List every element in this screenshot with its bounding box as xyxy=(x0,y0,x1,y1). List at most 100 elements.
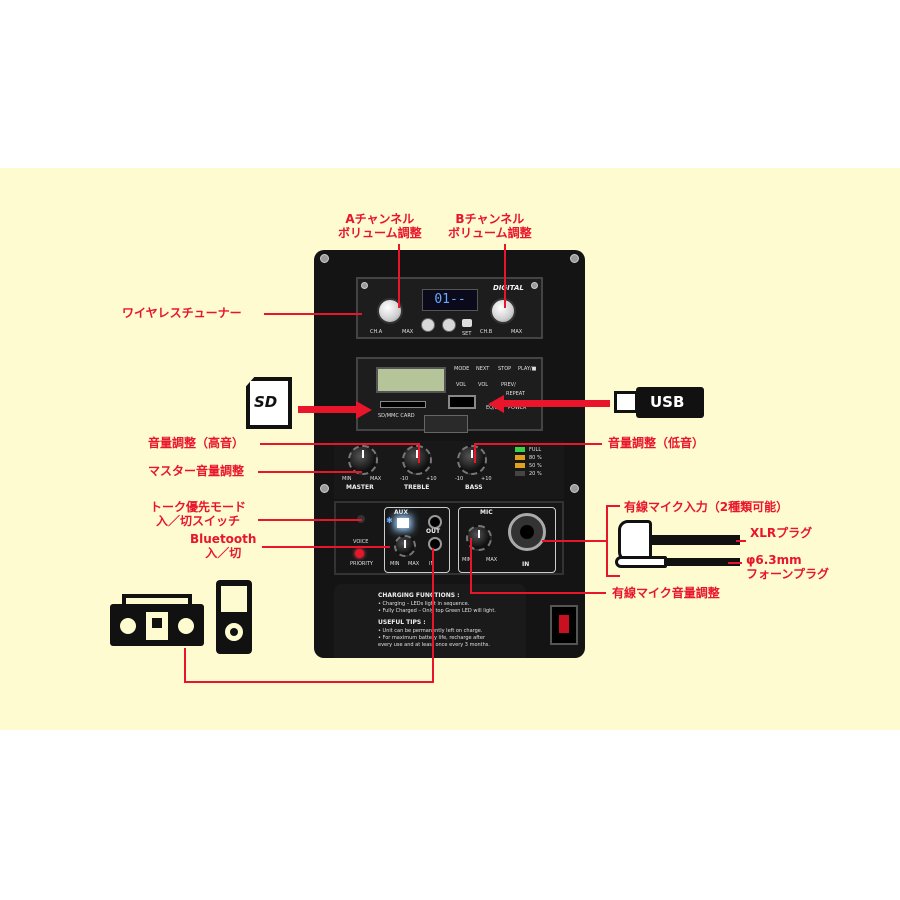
leader-line xyxy=(470,592,606,594)
out-label: OUT xyxy=(426,528,441,535)
speaker-panel: DIGITAL 01-- CH.A MAX CH.B MAX SET MODE … xyxy=(314,250,585,658)
leader-line xyxy=(542,540,608,542)
charging-title: CHARGING FUNCTIONS : xyxy=(378,592,460,599)
leader-line xyxy=(184,681,434,683)
xlr-cable xyxy=(652,535,740,545)
usb-text: USB xyxy=(650,393,685,411)
leader-line xyxy=(258,471,362,473)
mic-in-label: IN xyxy=(522,561,530,568)
ch-b-volume-label: Bチャンネル ボリューム調整 xyxy=(448,212,532,240)
leader-line xyxy=(474,443,602,445)
ch-a-volume-label: Aチャンネル ボリューム調整 xyxy=(338,212,422,240)
master-volume-knob[interactable] xyxy=(348,445,378,475)
bass-min-label: -10 xyxy=(455,476,464,482)
min-label: MIN xyxy=(462,557,472,563)
tuner-button[interactable] xyxy=(442,318,456,332)
led-label-20: 20 % xyxy=(529,471,542,477)
master-volume-label: マスター音量調整 xyxy=(148,464,245,478)
talkover-switch-label: トーク優先モード 入／切スイッチ xyxy=(150,500,247,528)
battery-led-80 xyxy=(515,455,525,460)
leader-line xyxy=(504,244,506,308)
stop-button-label: STOP xyxy=(498,366,512,372)
ch-b-label: CH.B xyxy=(480,329,493,335)
channel-display: 01-- xyxy=(422,289,478,311)
max-label: MAX xyxy=(511,329,523,335)
screw-icon xyxy=(570,484,579,493)
leader-line xyxy=(262,546,390,548)
set-button[interactable] xyxy=(462,319,472,327)
combo-jack-hole xyxy=(520,525,534,539)
brand-label: DIGITAL xyxy=(493,284,524,292)
charging-line: • Fully Charged – Only top Green LED wil… xyxy=(378,608,496,614)
leader-line xyxy=(398,244,400,308)
treble-label: TREBLE xyxy=(404,484,430,491)
bass-max-label: +10 xyxy=(481,476,492,482)
master-label: MASTER xyxy=(346,484,374,491)
tuner-button[interactable] xyxy=(421,318,435,332)
aux-label: AUX xyxy=(394,509,408,516)
max-label: MAX xyxy=(408,561,420,567)
music-player-icon xyxy=(216,580,252,654)
vol-up-label: VOL xyxy=(478,382,489,388)
usb-stick-icon: USB xyxy=(636,387,704,418)
leader-line xyxy=(432,548,434,683)
leader-line xyxy=(606,505,608,577)
boombox-icon xyxy=(110,594,204,646)
battery-led-20 xyxy=(515,471,525,476)
max-label: MAX xyxy=(402,329,414,335)
battery-led-50 xyxy=(515,463,525,468)
power-rocker xyxy=(559,615,569,633)
treble-max-label: +10 xyxy=(426,476,437,482)
leader-line xyxy=(606,575,620,577)
lcd-display xyxy=(376,367,446,393)
treble-knob[interactable] xyxy=(402,445,432,475)
xlr-plug-label: XLRプラグ xyxy=(750,526,813,540)
battery-led-full xyxy=(515,447,525,452)
leader-line xyxy=(260,443,420,445)
bluetooth-switch-label: Bluetooth 入／切 xyxy=(190,532,257,560)
tip-line: • For maximum battery life, recharge aft… xyxy=(378,635,485,641)
input-module: AUX ✱ OUT MIN MAX IN VOICE PRIORITY MIC … xyxy=(334,501,564,575)
leader-line xyxy=(470,538,472,594)
tip-line: every use and at least once every 3 mont… xyxy=(378,642,490,648)
priority-led xyxy=(355,549,364,558)
screw-icon xyxy=(320,254,329,263)
bass-label: BASS xyxy=(465,484,483,491)
power-switch[interactable] xyxy=(550,605,578,645)
min-label: MIN xyxy=(390,561,400,567)
ch-a-label: CH.A xyxy=(370,329,383,335)
leader-line xyxy=(418,443,420,463)
led-label-80: 80 % xyxy=(529,455,542,461)
aux-in-jack[interactable] xyxy=(428,515,442,529)
card-cover xyxy=(424,415,468,433)
priority-label: PRIORITY xyxy=(350,561,373,567)
bluetooth-icon: ✱ xyxy=(386,516,393,525)
sd-slot-label: SD/MMC CARD xyxy=(378,413,415,419)
bass-knob[interactable] xyxy=(457,445,487,475)
bluetooth-switch[interactable] xyxy=(397,518,409,528)
in-label: IN xyxy=(429,561,434,567)
tips-title: USEFUL TIPS : xyxy=(378,619,426,626)
usb-plug-icon xyxy=(614,391,638,413)
screw-icon xyxy=(320,484,329,493)
leader-line xyxy=(258,519,362,521)
screw-icon xyxy=(531,282,538,289)
wired-mic-volume-label: 有線マイク音量調整 xyxy=(612,586,720,600)
sd-arrow xyxy=(298,406,358,413)
ch-b-volume-knob[interactable] xyxy=(490,298,516,324)
leader-line xyxy=(736,540,746,542)
phone-plug-icon xyxy=(615,556,667,568)
tip-line: • Unit can be permanently left on charge… xyxy=(378,628,483,634)
leader-line xyxy=(606,505,620,507)
aux-volume-knob[interactable] xyxy=(394,535,416,557)
screw-icon xyxy=(570,254,579,263)
min-label: MIN xyxy=(342,476,352,482)
set-label: SET xyxy=(462,331,472,337)
power-label: POWER xyxy=(508,405,527,411)
led-label-full: FULL xyxy=(529,447,542,453)
sd-card-slot[interactable] xyxy=(380,401,426,408)
aux-out-jack[interactable] xyxy=(428,537,442,551)
wired-mic-input-label: 有線マイク入力（2種類可能） xyxy=(624,500,789,514)
usb-port[interactable] xyxy=(448,395,476,409)
